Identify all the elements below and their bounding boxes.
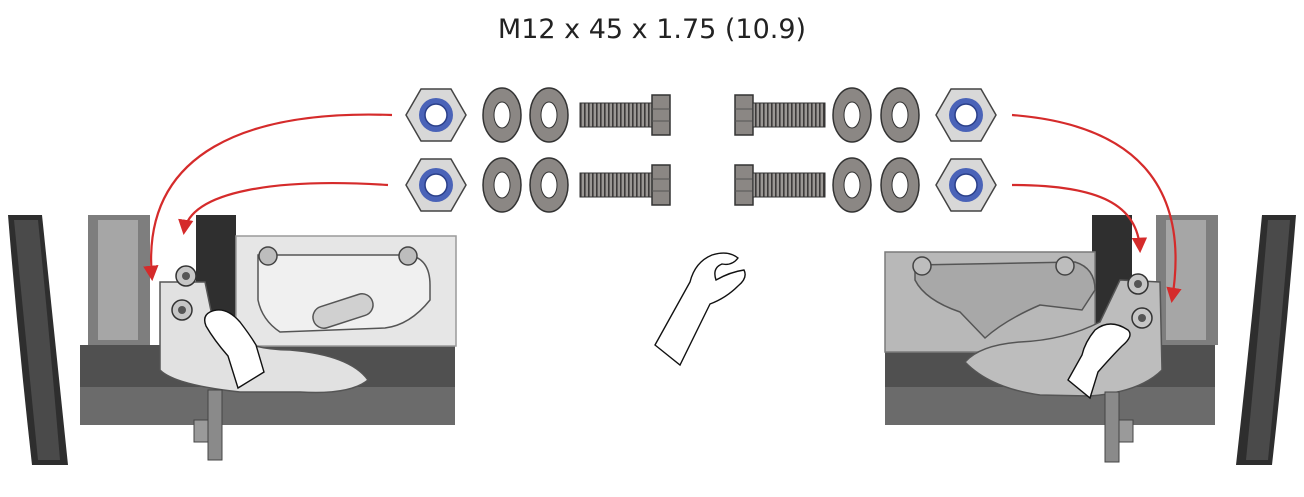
lock-nut-icon <box>405 88 467 142</box>
bolt-icon <box>734 164 826 206</box>
hand-hint-icon <box>654 252 746 367</box>
lock-nut-icon <box>935 158 997 212</box>
lock-nut-icon <box>405 158 467 212</box>
left-bracket <box>257 254 431 333</box>
left-hardware-row-1 <box>405 87 671 143</box>
washer-icon <box>529 157 569 213</box>
bolt-icon <box>579 164 671 206</box>
install-arrows <box>143 113 1182 304</box>
washer-icon <box>880 157 920 213</box>
left-plate-bolts <box>171 265 197 321</box>
washer-icon <box>832 157 872 213</box>
left-frame-assembly <box>8 215 457 465</box>
washer-icon <box>482 87 522 143</box>
washer-icon <box>832 87 872 143</box>
right-hardware-row-1 <box>734 87 997 143</box>
left-hand-icon <box>203 309 265 390</box>
left-mounting-plate <box>159 281 370 394</box>
arrow-right-inner <box>1011 183 1148 254</box>
left-hardware-row-2 <box>405 157 671 213</box>
right-mounting-plate <box>963 279 1163 397</box>
bolt-spec-title: M12 x 45 x 1.75 (10.9) <box>497 14 807 45</box>
washer-icon <box>529 87 569 143</box>
bolt-icon <box>734 94 826 136</box>
washer-icon <box>482 157 522 213</box>
right-hardware-row-2 <box>734 157 997 213</box>
arrow-left-inner <box>178 182 389 236</box>
bolt-icon <box>579 94 671 136</box>
lock-nut-icon <box>935 88 997 142</box>
right-hand-icon <box>1067 323 1131 400</box>
right-bracket <box>914 261 1096 340</box>
right-plate-bolts <box>1127 273 1153 329</box>
washer-icon <box>880 87 920 143</box>
arrow-right-outer <box>1011 113 1182 304</box>
right-frame-assembly <box>884 215 1296 465</box>
arrow-left-outer <box>143 113 393 282</box>
